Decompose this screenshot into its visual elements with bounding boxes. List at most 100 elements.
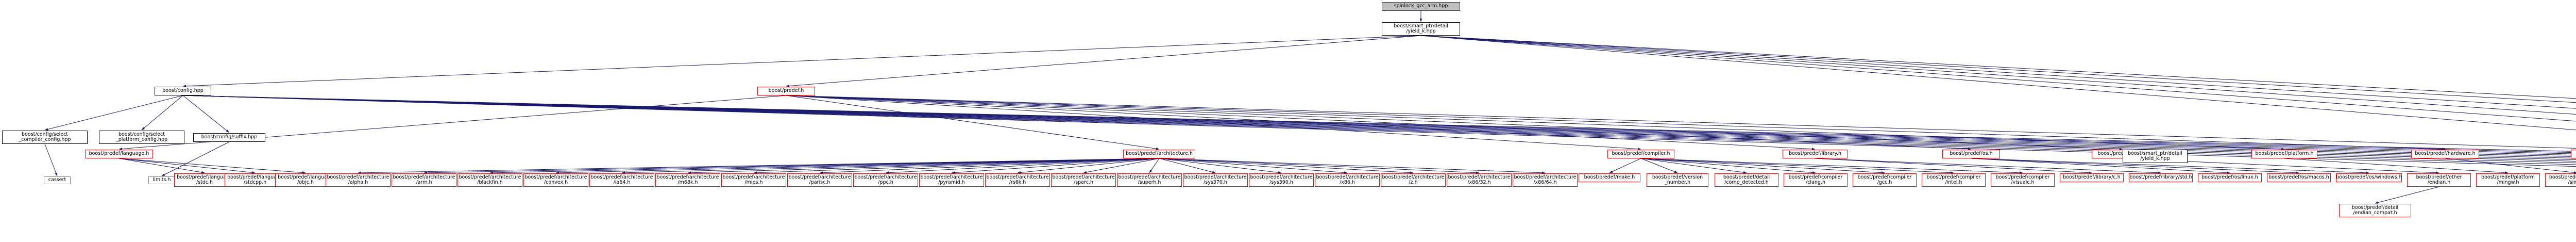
graph-node[interactable]: boost/predef/architecture /ppc.h (853, 173, 918, 187)
graph-node[interactable]: boost/predef/library/std.h (2129, 173, 2193, 182)
graph-edge (1083, 158, 1160, 174)
graph-node[interactable]: boost/config/suffix.hpp (193, 133, 265, 142)
graph-node[interactable]: boost/predef/architecture /pyramid.h (919, 173, 984, 187)
graph-node[interactable]: boost/predef.h (757, 87, 815, 95)
graph-node[interactable]: boost/predef/detail /endian_compat.h (2339, 204, 2411, 217)
graph-node[interactable]: boost/predef/detail /comp_detected.h (1715, 173, 1778, 187)
graph-edge (182, 95, 2576, 153)
graph-edge (1159, 158, 1546, 174)
graph-edge (819, 158, 1160, 174)
graph-node[interactable]: boost/predef/compiler /clang.h (1784, 173, 1848, 187)
graph-node[interactable]: boost/predef/architecture.h (1123, 150, 1195, 158)
graph-edge (1815, 158, 2161, 174)
graph-edge (423, 158, 1160, 174)
graph-node[interactable]: boost/predef/os/linux.h (2198, 173, 2262, 182)
graph-edge (1640, 158, 2023, 174)
graph-edge (118, 158, 306, 174)
graph-edge (786, 95, 2285, 151)
graph-edge (182, 95, 2576, 160)
graph-edge (1159, 158, 1216, 173)
graph-edge (182, 95, 2576, 164)
graph-edge (687, 158, 1160, 174)
graph-edge (1420, 35, 2576, 109)
graph-node[interactable]: boost/predef/architecture /x86/32.h (1447, 173, 1512, 187)
graph-edge (1815, 158, 2092, 174)
graph-node[interactable]: boost/predef/language.h (85, 150, 153, 158)
graph-node[interactable]: boost/predef/architecture /parisc.h (787, 173, 852, 187)
graph-node[interactable]: boost/predef/library.h (1783, 150, 1848, 158)
graph-edge (182, 95, 2576, 165)
graph-node[interactable]: boost/predef/architecture /x86/64.h (1513, 173, 1578, 187)
graph-edge (753, 158, 1160, 174)
graph-edge (2445, 158, 2576, 174)
graph-edge (1159, 158, 1480, 174)
graph-node[interactable]: boost/predef/compiler /intel.h (1922, 173, 1986, 187)
graph-edge (951, 158, 1160, 174)
graph-edge (786, 95, 1816, 151)
graph-node[interactable]: boost/smart_ptr/detail /yield_k.hpp (1382, 22, 1460, 36)
graph-node[interactable]: boost/predef/compiler.h (1607, 150, 1674, 158)
graph-edge (182, 95, 2576, 162)
graph-edge (621, 158, 1160, 174)
graph-node[interactable]: boost/predef/architecture /sparc.h (1051, 173, 1116, 187)
graph-edge (1420, 35, 2576, 115)
graph-node[interactable]: boost/predef/compiler /visualc.h (1991, 173, 2055, 187)
graph-node[interactable]: boost/predef/other /endian.h (2407, 173, 2471, 187)
graph-edge (885, 158, 1160, 174)
graph-node[interactable]: boost/predef/compiler /gcc.h (1853, 173, 1917, 187)
graph-node[interactable]: boost/predef/os.h (1942, 150, 2000, 158)
graph-node[interactable]: boost/predef/architecture /x86.h (1315, 173, 1380, 187)
graph-node[interactable]: boost/predef/architecture /ia64.h (589, 173, 654, 187)
graph-node[interactable]: boost/predef/platform /mingw.h (2476, 173, 2540, 187)
graph-node[interactable]: boost/predef/architecture /sys390.h (1249, 173, 1314, 187)
graph-node[interactable]: boost/predef/architecture /z.h (1381, 173, 1446, 187)
graph-edge (1159, 158, 1282, 174)
graph-edge (1640, 158, 1885, 174)
graph-node[interactable]: boost/predef/architecture /rs6k.h (985, 173, 1050, 187)
graph-edge (1420, 35, 2576, 122)
graph-node[interactable]: boost/predef/architecture /superh.h (1117, 173, 1182, 187)
graph-edge (489, 158, 1160, 174)
graph-node[interactable]: boost/config.hpp (155, 87, 211, 95)
graph-node[interactable]: boost/predef/hardware.h (2411, 150, 2479, 158)
graph-node[interactable]: boost/smart_ptr/detail /yield_k.hpp (2123, 150, 2188, 163)
graph-node[interactable]: boost/predef/architecture /sys370.h (1183, 173, 1248, 187)
graph-node[interactable]: boost/predef/architecture /blackfin.h (457, 173, 522, 187)
graph-node[interactable]: boost/config/select _platform_config.hpp (99, 131, 184, 144)
graph-node[interactable]: boost/predef/version.h (2571, 150, 2576, 158)
graph-edge (118, 158, 205, 174)
graph-node[interactable]: boost/predef/os/macos.h (2267, 173, 2331, 182)
graph-node[interactable]: boost/predef/platform.h (2251, 150, 2317, 158)
graph-node[interactable]: boost/config/select _compiler_config.hpp (2, 131, 88, 144)
graph-edge (1159, 158, 1414, 174)
graph-edge (555, 158, 1160, 174)
graph-edge (358, 158, 1160, 174)
graph-edge (1017, 158, 1160, 174)
graph-node[interactable]: boost/predef/make.h (1579, 173, 1640, 182)
graph-node-root[interactable]: spinlock_gcc_arm.hpp (1382, 2, 1460, 11)
graph-edge (1149, 158, 1160, 173)
graph-edge (786, 95, 2123, 151)
graph-node[interactable]: boost/predef/os/windows.h (2336, 173, 2402, 182)
graph-node[interactable]: boost/predef/architecture /m68k.h (655, 173, 720, 187)
graph-edge (1159, 158, 1348, 174)
graph-edge (2375, 186, 2439, 204)
graph-node[interactable]: boost/predef/architecture /arm.h (392, 173, 456, 187)
graph-edge (182, 95, 2576, 152)
graph-node[interactable]: boost/predef/architecture /convex.h (523, 173, 588, 187)
graph-node[interactable]: boost/predef/hardware /simd.h (2545, 173, 2576, 187)
graph-node[interactable]: limits.h (148, 176, 175, 184)
graph-node[interactable]: boost/predef/architecture /alpha.h (326, 173, 391, 187)
graph-edge (786, 35, 1421, 88)
graph-edge (182, 95, 2576, 157)
graph-edge (118, 158, 256, 174)
graph-edge (786, 95, 2576, 149)
graph-node[interactable]: boost/predef/library/c.h (2060, 173, 2124, 182)
graph-node[interactable]: boost/predef/version _number.h (1647, 173, 1708, 187)
graph-edge (1971, 158, 2230, 174)
graph-edge (786, 95, 2446, 151)
graph-node[interactable]: cassert (44, 176, 71, 184)
graph-node[interactable]: boost/predef/architecture /mips.h (721, 173, 786, 187)
